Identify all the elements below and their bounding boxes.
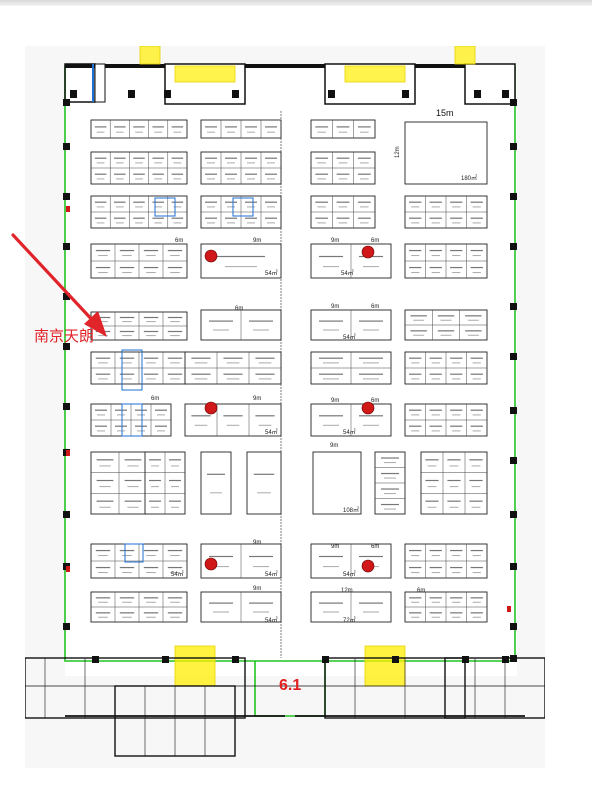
svg-text:6m: 6m [371, 238, 379, 244]
svg-text:54㎡: 54㎡ [341, 269, 354, 277]
hall-label: 6.1 [279, 677, 301, 694]
svg-text:54㎡: 54㎡ [343, 428, 356, 436]
svg-text:54㎡: 54㎡ [265, 616, 278, 624]
booth-top-right-large[interactable] [404, 121, 488, 185]
dim-row8-mid: 9m [330, 443, 338, 449]
viewer-top-edge [0, 0, 592, 6]
svg-text:6m: 6m [175, 238, 183, 244]
blue-highlight-booths [121, 197, 254, 563]
dimension-labels: 6m 9m 9m 6m 54㎡ 54㎡ 6m 9m 6m 54㎡ 6m 9m 9… [151, 238, 425, 624]
svg-text:9m: 9m [331, 544, 339, 550]
red-pillars [204, 245, 375, 573]
svg-text:54㎡: 54㎡ [265, 428, 278, 436]
stairs [139, 46, 476, 687]
svg-text:9m: 9m [253, 396, 261, 402]
dim-top-right-w: 15m [436, 108, 454, 118]
svg-text:9m: 9m [331, 304, 339, 310]
svg-text:54㎡: 54㎡ [265, 570, 278, 578]
svg-text:9m: 9m [331, 398, 339, 404]
annotation-label: 南京天朗 [34, 327, 95, 345]
floor-plan[interactable]: 15m 12m 180㎡ 9m 108㎡ 6m 9m 9m 6m 54㎡ 54㎡… [25, 46, 545, 768]
svg-text:9m: 9m [253, 540, 261, 546]
svg-text:54㎡: 54㎡ [265, 269, 278, 277]
svg-text:9m: 9m [253, 586, 261, 592]
svg-text:6m: 6m [417, 588, 425, 594]
booth-grid [90, 119, 488, 623]
dim-top-right-h: 12m [395, 146, 401, 158]
svg-text:9m: 9m [253, 238, 261, 244]
svg-text:6m: 6m [235, 306, 243, 312]
svg-text:54㎡: 54㎡ [343, 570, 356, 578]
svg-text:6m: 6m [371, 544, 379, 550]
svg-text:6m: 6m [371, 398, 379, 404]
svg-text:12m: 12m [341, 588, 353, 594]
svg-text:54㎡: 54㎡ [343, 333, 356, 341]
area-top-right: 180㎡ [461, 174, 477, 182]
bottom-building-detail [44, 658, 506, 756]
booth-mid-large[interactable] [312, 451, 362, 515]
svg-text:6m: 6m [371, 304, 379, 310]
svg-text:6m: 6m [151, 396, 159, 402]
area-row8: 108㎡ [343, 506, 359, 514]
svg-text:72㎡: 72㎡ [343, 616, 356, 624]
svg-text:9m: 9m [331, 238, 339, 244]
svg-text:54㎡: 54㎡ [171, 570, 184, 578]
